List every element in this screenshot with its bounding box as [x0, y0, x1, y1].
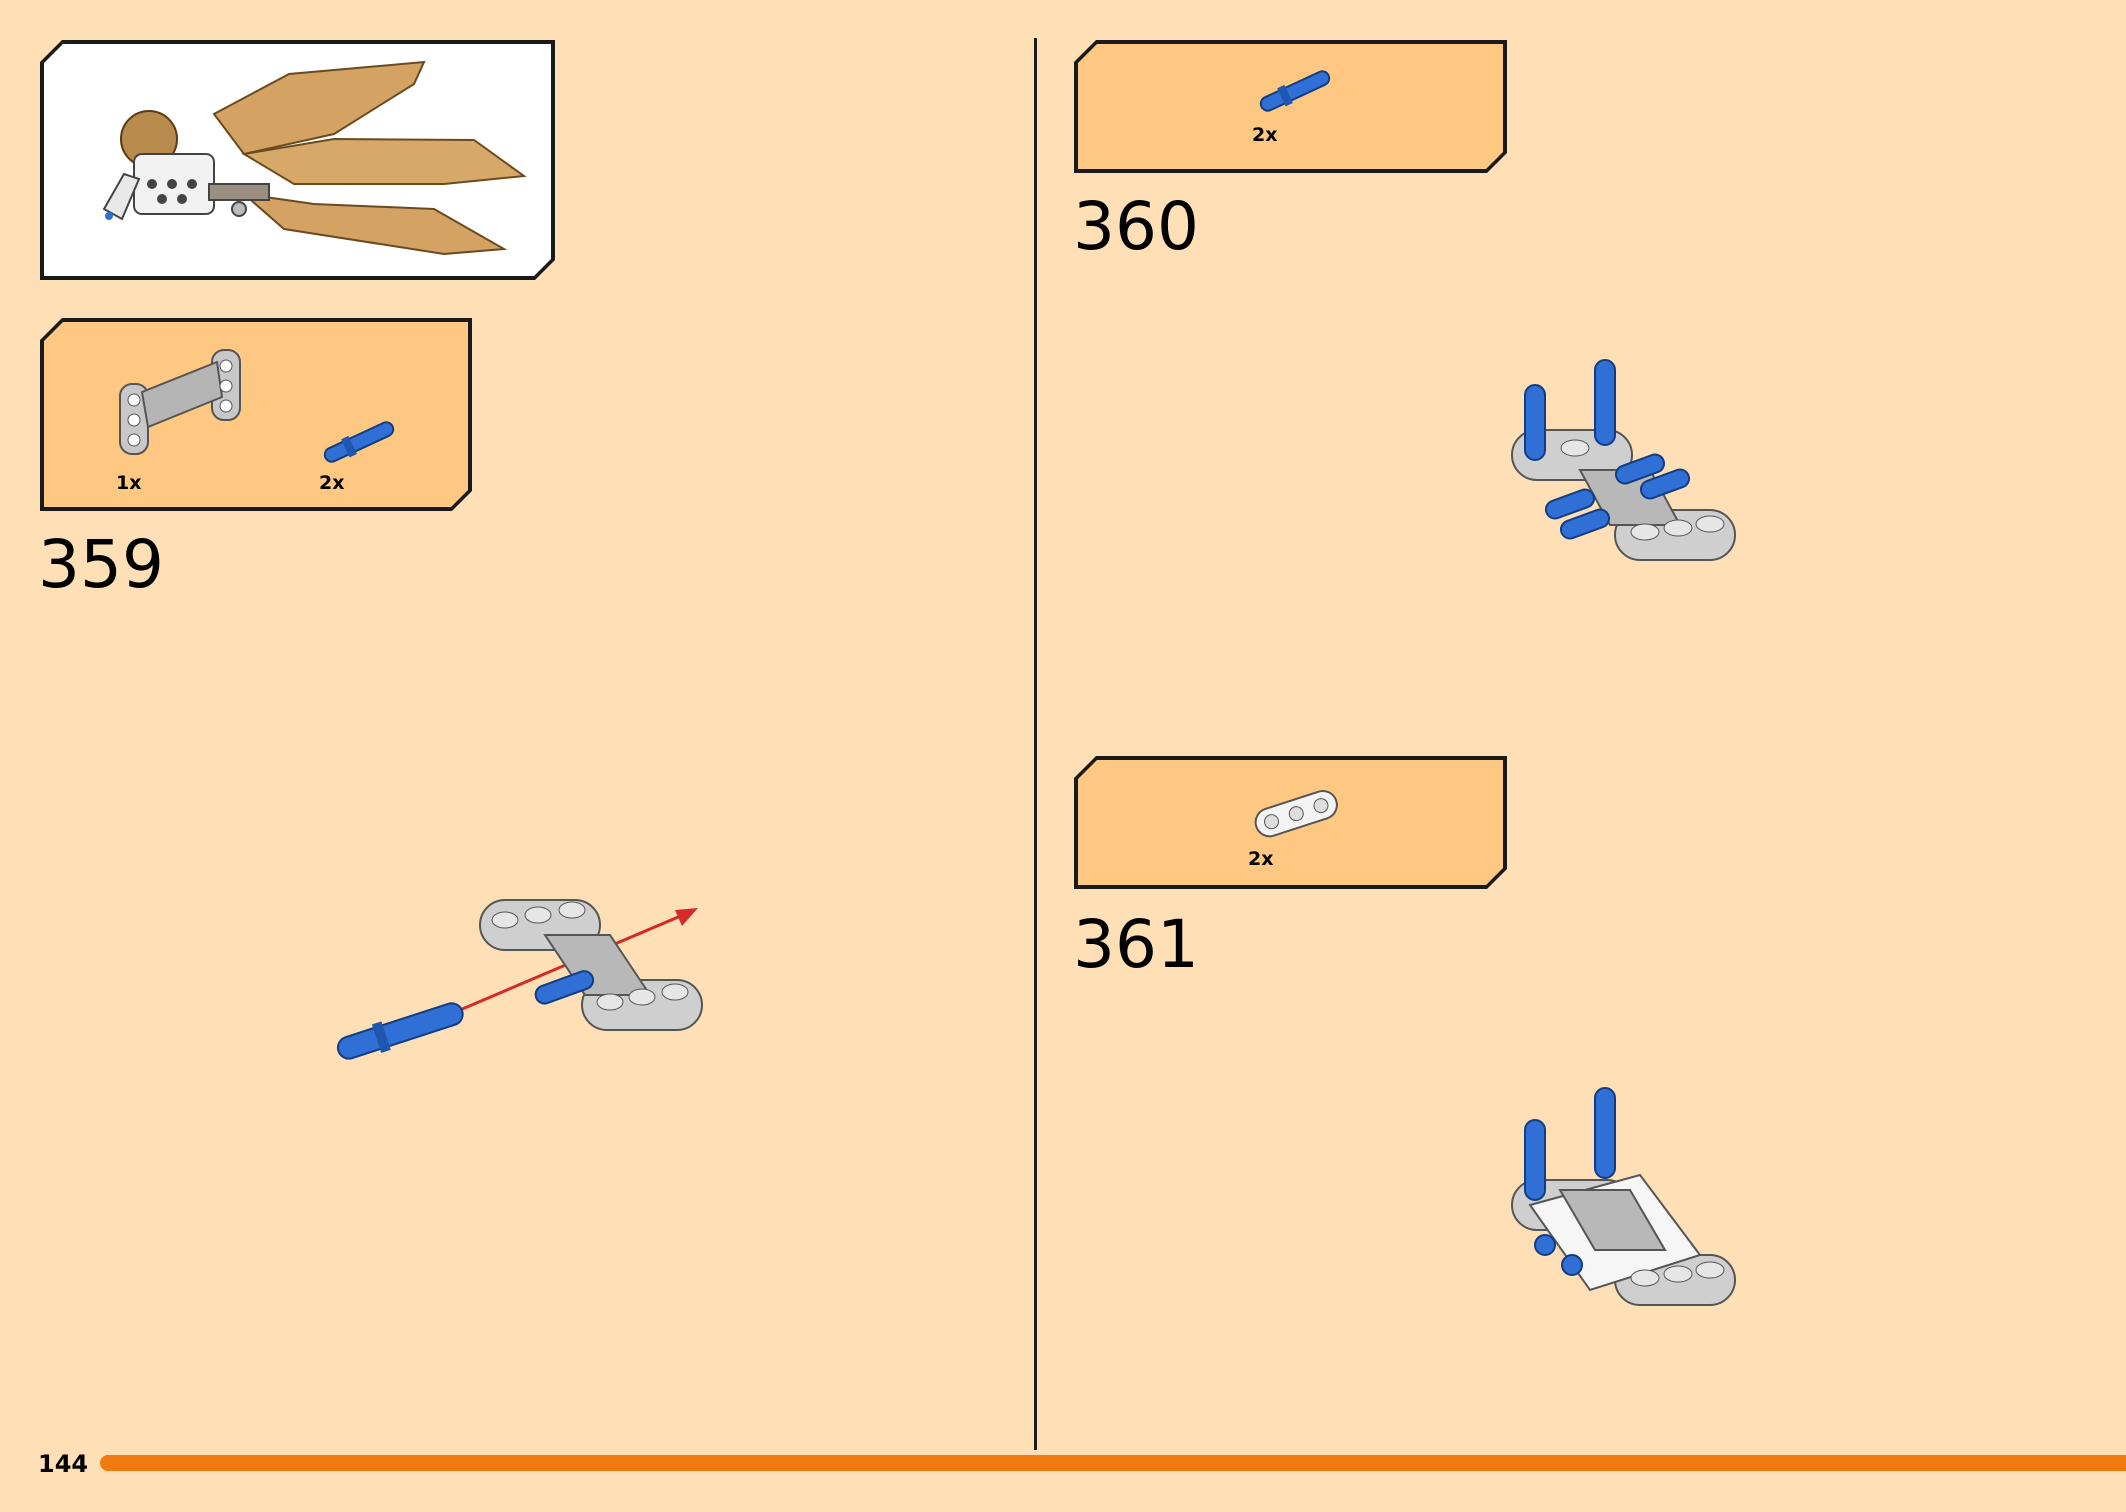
page-number: 144	[38, 1450, 89, 1478]
step-number: 360	[1073, 188, 1199, 265]
step-360-parts-panel: 2x	[1074, 40, 1507, 173]
progress-bar	[100, 1455, 2126, 1471]
page-divider	[1034, 38, 1037, 1450]
step-number: 359	[38, 526, 164, 603]
step-359-illustration	[336, 899, 703, 1060]
step-number: 361	[1073, 906, 1199, 983]
preview-panel	[40, 40, 555, 280]
part-qty: 2x	[319, 472, 345, 494]
step-360-illustration	[1511, 359, 1736, 561]
part-qty: 2x	[1252, 124, 1278, 146]
blue-pin-icon	[1250, 66, 1340, 116]
step-361-parts-panel: 2x	[1074, 756, 1507, 889]
wing-assembly-icon	[44, 44, 551, 276]
step-361-illustration	[1511, 1087, 1736, 1306]
three-hole-beam-icon	[1248, 788, 1343, 838]
part-qty: 2x	[1248, 848, 1274, 870]
blue-pin-icon	[314, 417, 404, 467]
step-359-parts-panel: 1x 2x	[40, 318, 472, 511]
h-frame-beam-icon	[112, 342, 252, 462]
part-qty: 1x	[116, 472, 142, 494]
